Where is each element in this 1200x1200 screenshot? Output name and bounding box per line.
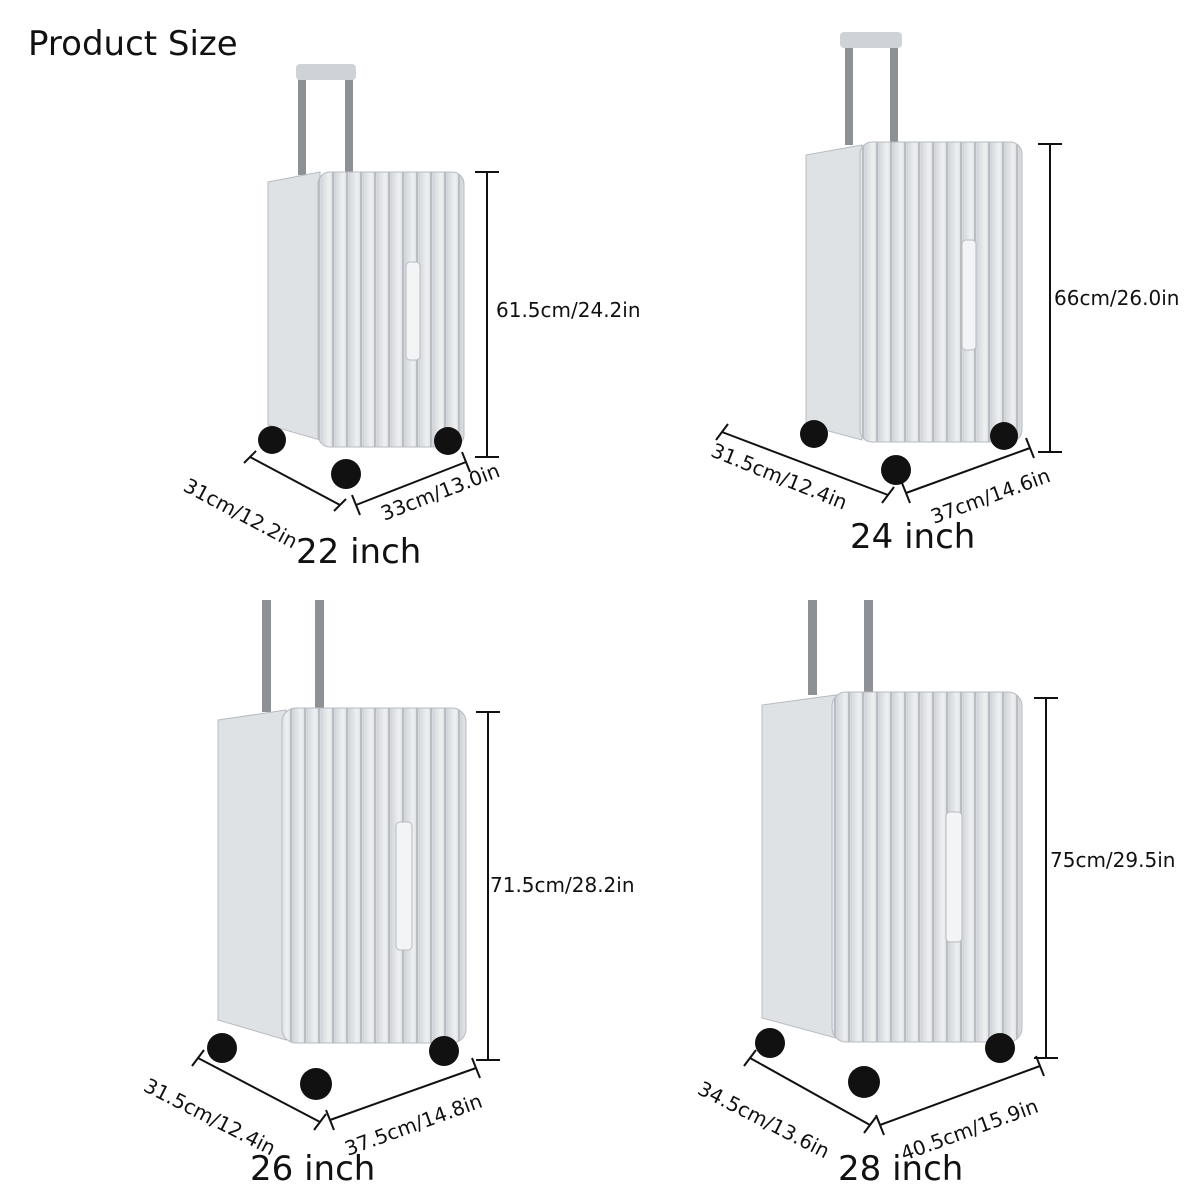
height-label: 66cm/26.0in [1054,286,1180,310]
suitcase-panel-22: 61.5cm/24.2in 31cm/12.2in 33cm/13.0in 22… [0,0,641,600]
suitcase-22-illustration [243,64,499,516]
suitcase-panel-28: 75cm/29.5in 34.5cm/13.6in 40.5cm/15.9in … [600,600,1200,1200]
height-label: 75cm/29.5in [1050,848,1176,872]
size-label: 26 inch [250,1149,376,1189]
size-label: 24 inch [850,517,976,557]
suitcase-26-illustration [191,600,500,1131]
height-label: 61.5cm/24.2in [496,298,641,322]
suitcase-24-illustration [715,32,1062,504]
height-label: 71.5cm/28.2in [490,873,635,897]
size-label: 28 inch [838,1149,964,1189]
suitcase-panel-24: 66cm/26.0in 31.5cm/12.4in 37cm/14.6in 24… [600,0,1200,600]
suitcase-panel-26: 71.5cm/28.2in 31.5cm/12.4in 37.5cm/14.8i… [0,600,635,1200]
page-title: Product Size [28,24,238,64]
size-label: 22 inch [296,532,422,572]
suitcase-28-illustration [743,600,1058,1136]
